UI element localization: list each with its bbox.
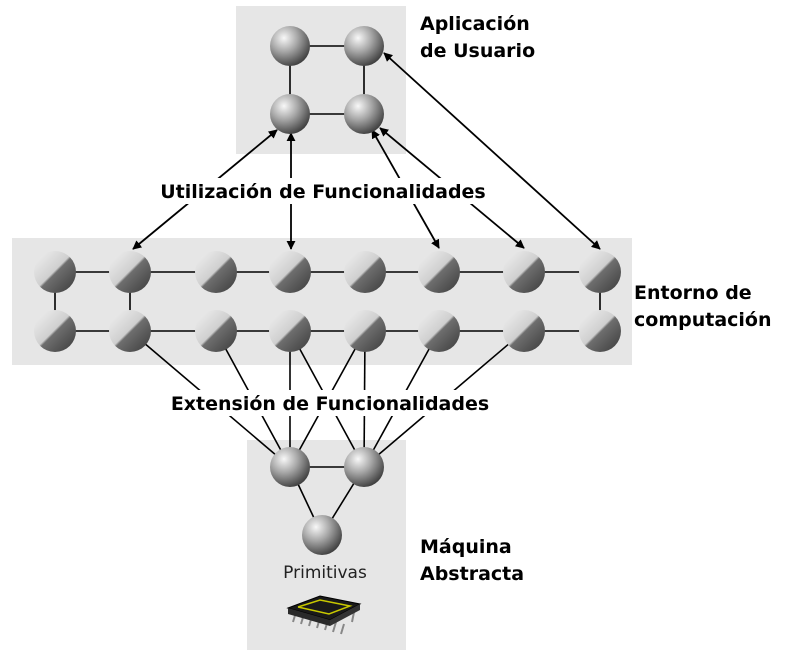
microchip-icon	[286, 595, 362, 635]
node	[344, 447, 384, 487]
node	[195, 251, 237, 293]
node	[270, 447, 310, 487]
node	[344, 251, 386, 293]
node	[34, 251, 76, 293]
node	[418, 310, 460, 352]
node	[270, 26, 310, 66]
abstract-machine-nodes	[270, 447, 384, 555]
node	[270, 94, 310, 134]
node	[269, 310, 311, 352]
user-application-panel	[236, 6, 406, 154]
user-application-nodes	[270, 26, 384, 134]
node	[34, 310, 76, 352]
node	[269, 251, 311, 293]
node	[302, 515, 342, 555]
node	[579, 310, 621, 352]
machine-label-line2: Abstracta	[420, 563, 524, 585]
environment-label-line1: Entorno de	[634, 282, 752, 304]
node	[503, 251, 545, 293]
node	[579, 251, 621, 293]
node	[109, 251, 151, 293]
arrow-5	[383, 52, 601, 250]
utilization-label-bg	[142, 178, 504, 204]
node	[109, 310, 151, 352]
node	[418, 251, 460, 293]
node	[195, 310, 237, 352]
computing-environment-nodes	[34, 251, 621, 352]
primitives-label: Primitivas	[283, 563, 367, 583]
node	[344, 310, 386, 352]
user-app-label-line2: de Usuario	[420, 40, 535, 62]
environment-label-line2: computación	[634, 309, 772, 331]
node	[344, 26, 384, 66]
extension-label-bg	[152, 390, 508, 416]
utilization-label: Utilización de Funcionalidades	[160, 181, 486, 203]
user-app-label-line1: Aplicación	[420, 13, 530, 35]
computing-environment-panel	[12, 238, 632, 365]
node	[503, 310, 545, 352]
machine-label-line1: Máquina	[420, 536, 512, 558]
node	[344, 94, 384, 134]
extension-label: Extensión de Funcionalidades	[171, 393, 489, 415]
